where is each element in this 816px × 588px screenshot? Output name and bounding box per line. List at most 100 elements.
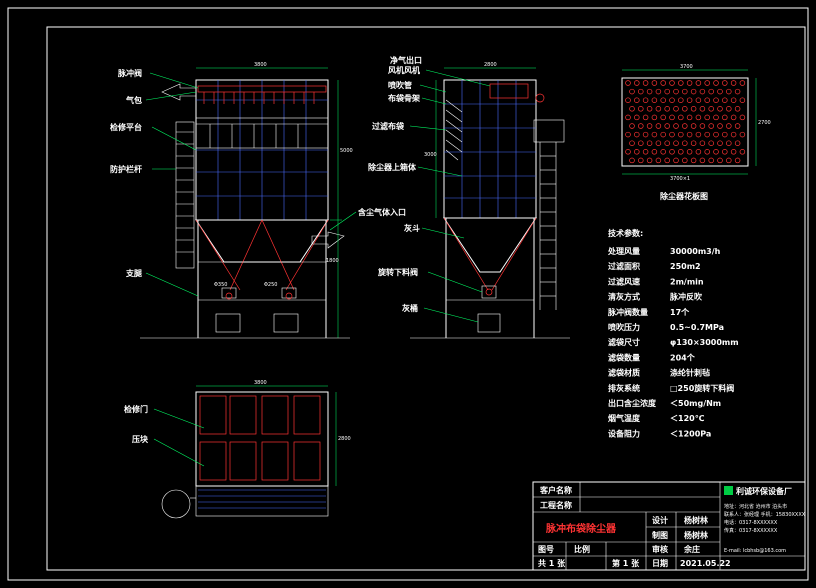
label-air-bag: 气包 [125,95,142,105]
design-label: 设计 [652,515,668,525]
plate-hole [669,131,675,138]
tube-plate: 3700 2700 3700×1 除尘器花板图 [621,64,771,201]
spec-value: ＜50mg/Nm [670,399,721,408]
plate-hole [669,149,675,155]
plate-hole [734,106,741,112]
plate-hole [634,149,640,155]
plate-hole [655,88,662,95]
plate-hole [660,131,666,138]
plate-hole [730,97,737,103]
plate-hole [678,149,684,155]
plate-hole [699,88,706,95]
plate-hole [629,106,635,112]
plate-hole [651,149,658,155]
company-line-3: 电话：0317-8XXXXXX [724,519,778,526]
plate-hole [660,80,666,86]
plan-labels: 检修门 压块 [124,404,205,467]
label-outlet-1: 净气出口 [390,55,422,65]
plate-hole [634,80,640,86]
plate-hole [708,123,714,129]
plate-hole [625,131,631,138]
plate-hole [695,131,702,138]
spec-key: 喷吹压力 [608,322,640,332]
label-access-door: 检修门 [124,404,148,414]
dim-top-width-front: 3800 [254,62,267,68]
spec-key: 处理风量 [607,246,640,256]
plate-hole [660,97,666,103]
plate-hole [690,123,697,129]
plate-hole [646,157,653,164]
dim-height-total: 5000 [340,148,353,154]
plate-hole [699,106,706,112]
plate-hole [655,157,662,164]
plate-hole [734,157,741,164]
plate-hole [642,149,649,155]
dim-hopper-h: 1800 [326,258,339,264]
plate-hole [726,88,732,95]
plate-hole [682,157,688,164]
front-view: 3800 [140,62,353,339]
label-ash-bin: 灰桶 [402,303,418,313]
plate-hole [673,157,679,164]
plate-hole [682,88,688,95]
label-hopper: 灰斗 [404,223,420,233]
plate-hole [739,80,746,86]
plate-hole [664,106,670,112]
plate-hole [678,131,684,138]
plate-hole [669,114,675,121]
plate-hole [708,88,714,95]
company-logo-icon [724,486,733,495]
spec-key: 烟气温度 [608,413,641,423]
plate-hole [686,114,693,121]
plate-hole [625,114,631,121]
plate-hole [704,149,710,155]
draw-label: 制图 [652,530,668,540]
plate-hole [713,131,719,138]
plate-hole [722,131,728,138]
spec-value: 0.5~0.7MPa [670,323,724,332]
dim-plate-bottom: 3700×1 [670,176,690,182]
date-value: 2021.05.22 [680,559,731,568]
plate-hole [708,106,714,112]
plate-hole [739,114,746,121]
label-bag-cage: 布袋骨架 [387,93,420,103]
plate-hole [690,106,697,112]
spec-key: 滤袋尺寸 [608,337,640,347]
plate-hole [699,157,706,164]
plate-hole [717,157,723,164]
check-value: 余庄 [683,544,700,554]
plate-hole [704,114,710,121]
plate-hole [739,149,746,155]
plate-hole [651,80,658,86]
plate-hole [646,106,653,112]
plate-hole [695,149,702,155]
spec-value: 250m2 [670,262,701,271]
drawing-no-label: 图号 [538,545,554,554]
company-email: E-mail: lcbhsb@163.com [724,548,786,554]
plate-hole [708,157,714,164]
plate-hole [717,140,723,146]
plate-hole [717,123,723,129]
plate-hole [664,157,670,164]
plate-hole [713,149,719,155]
plate-hole [686,149,693,155]
spec-value: 2m/min [670,277,704,286]
dim-top-width-side: 2800 [484,62,497,68]
plate-hole [708,140,714,146]
label-pulse-valve: 脉冲阀 [117,68,142,78]
specs-title: 技术参数: [608,228,643,238]
spec-key: 设备阻力 [608,428,640,438]
spec-value: ＜1200Pa [670,429,711,438]
spec-value: 涤纶针刺毡 [670,368,710,378]
plate-hole [664,88,670,95]
title-block: 客户名称 工程名称 脉冲布袋除尘器 设计 杨树林 制图 杨树林 审核 余庄 图号… [532,481,806,571]
plate-hole [629,123,635,129]
spec-value: □250旋转下料阀 [670,383,734,393]
company-line-1: 地址：河北省 沧州市 泊头市 [724,503,787,510]
plate-hole [730,114,737,121]
project-label: 工程名称 [540,500,572,510]
company-line-4: 传真：0317-8XXXXXX [724,527,778,534]
plate-hole [634,131,640,138]
